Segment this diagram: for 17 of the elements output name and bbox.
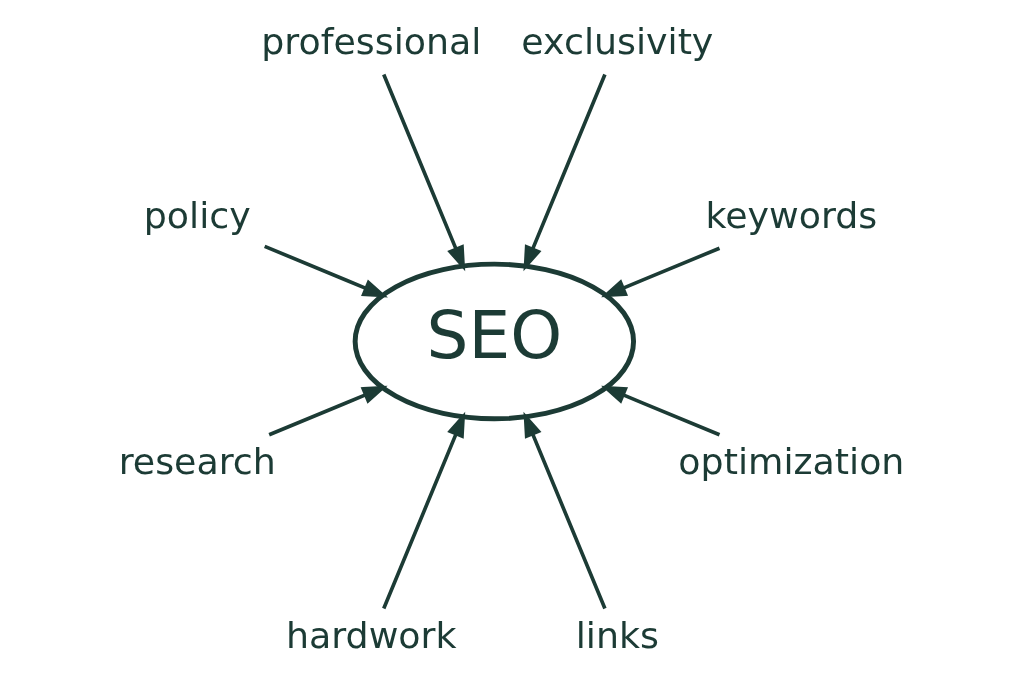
node-text: hardwork — [285, 613, 457, 657]
node-text: links — [575, 613, 659, 657]
arrow — [522, 411, 607, 610]
node-text: research — [118, 439, 276, 483]
node-text: keywords — [704, 193, 877, 237]
arrow — [600, 385, 720, 437]
arrow — [381, 411, 465, 610]
arrow — [263, 244, 388, 298]
node-ellipse: SEO — [352, 261, 636, 422]
node-text: professional — [260, 19, 481, 63]
arrow — [600, 246, 720, 298]
arrow — [522, 73, 607, 272]
arrow — [267, 385, 388, 437]
node-text: optimization — [677, 439, 904, 483]
arrow — [381, 73, 465, 272]
node-text: policy — [143, 193, 251, 237]
node-text: exclusivity — [520, 19, 713, 63]
